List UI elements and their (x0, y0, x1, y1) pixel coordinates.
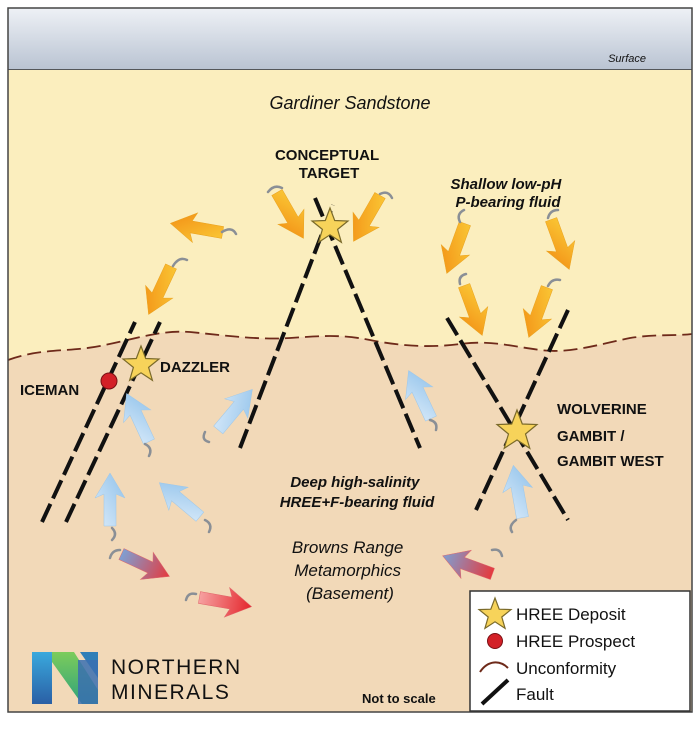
northern-minerals-logo: NORTHERN MINERALS (32, 652, 242, 704)
logo-n-mark (32, 652, 98, 704)
logo-text-line2: MINERALS (111, 681, 230, 704)
dazzler-label: DAZZLER (160, 359, 230, 376)
deposit-stars (121, 206, 539, 450)
legend-unconformity-icon (479, 661, 509, 673)
sandstone-layer (8, 70, 692, 370)
conceptual-target-label: CONCEPTUAL TARGET (275, 147, 383, 182)
dazzler-star (121, 344, 161, 382)
not-to-scale-label: Not to scale (362, 691, 436, 706)
basement-label: Browns Range Metamorphics (Basement) (292, 538, 408, 603)
iceman-prospect-dot (100, 372, 118, 390)
wolverine-star (495, 408, 539, 450)
sandstone-label: Gardiner Sandstone (269, 93, 430, 113)
fault-wolverine-2 (474, 309, 570, 511)
deep-arrow-tails (110, 418, 518, 542)
logo-text-line1: NORTHERN (111, 656, 242, 679)
diagram-frame (7, 7, 693, 713)
fault-conceptual-right (313, 197, 422, 449)
legend-fault-label: Fault (516, 685, 554, 704)
shallow-fluid-label: Shallow low-pH P-bearing fluid (450, 176, 565, 211)
sky-layer (8, 8, 692, 70)
faults (40, 197, 570, 523)
fault-iceman-1 (40, 321, 137, 523)
surface-label: Surface (608, 53, 646, 65)
conceptual-target-star (310, 206, 350, 244)
legend-prospect-label: HREE Prospect (516, 632, 635, 651)
hot-arrow-tails (108, 548, 504, 602)
legend-fault-icon (480, 678, 510, 706)
legend: HREE Deposit HREE Prospect Unconformity … (469, 590, 691, 712)
legend-deposit-label: HREE Deposit (516, 605, 626, 624)
legend-star-icon (477, 596, 513, 630)
legend-unconformity-label: Unconformity (516, 659, 617, 678)
iceman-label: ICEMAN (20, 382, 79, 399)
legend-prospect-icon (487, 633, 503, 649)
wolverine-label: WOLVERINE (557, 401, 647, 418)
fault-conceptual-left (238, 204, 335, 449)
shallow-arrow-tails (171, 185, 562, 288)
gambit-label: GAMBIT / GAMBIT WEST (557, 428, 664, 470)
fault-wolverine-1 (445, 316, 570, 522)
deep-fluid-label: Deep high-salinity HREE+F-bearing fluid (280, 474, 435, 511)
